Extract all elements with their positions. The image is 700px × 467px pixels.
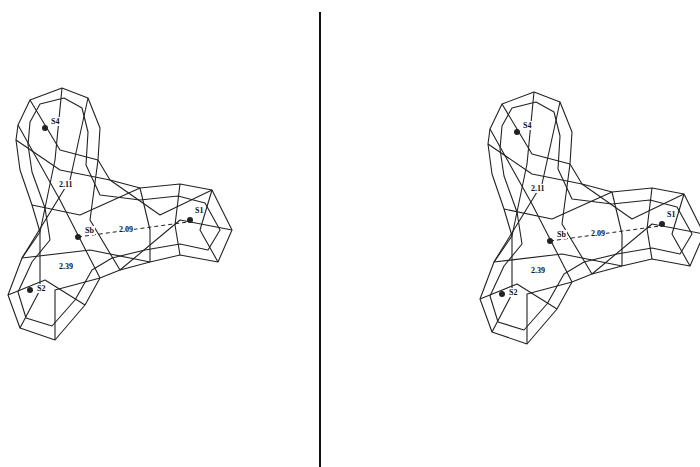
atom-label: S1 xyxy=(194,206,204,215)
atom-label: S2 xyxy=(508,288,518,297)
atom-label: S4 xyxy=(522,121,532,130)
distance-label: 2.09 xyxy=(590,229,606,238)
distance-label: 2.11 xyxy=(530,184,546,193)
distance-label: 2.39 xyxy=(58,262,74,271)
distance-label: 2.09 xyxy=(118,225,134,234)
distance-label: 2.11 xyxy=(58,180,74,189)
atom-label: S2 xyxy=(36,284,46,293)
atom-label: Sb xyxy=(556,230,567,239)
atom-label: Sb xyxy=(84,226,95,235)
divider-line xyxy=(319,12,321,467)
atom-label: S4 xyxy=(50,117,60,126)
distance-label: 2.39 xyxy=(530,266,546,275)
atom-label: S1 xyxy=(666,210,676,219)
left-view xyxy=(8,88,232,340)
right-view xyxy=(480,92,700,344)
